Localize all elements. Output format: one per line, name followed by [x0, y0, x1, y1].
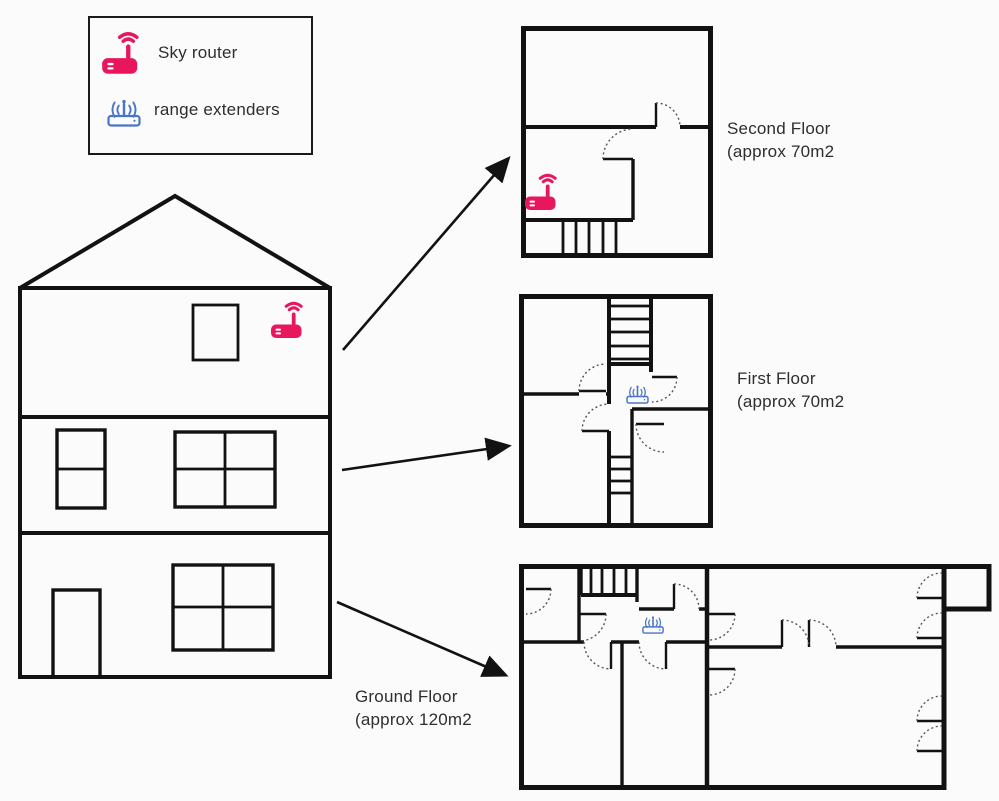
outer-walls [519, 294, 713, 528]
first-floor-label: First Floor (approx 70m2 [737, 367, 844, 413]
floor-area: (approx 70m2 [727, 142, 835, 161]
annex-room [941, 564, 992, 612]
staircase-treads [589, 564, 628, 595]
floor-name: Second Floor [727, 119, 831, 138]
arrow-to-ground-floor [336, 600, 509, 677]
door-leaves [603, 103, 658, 161]
staircase-walls [607, 294, 653, 526]
door-leaves [526, 584, 942, 753]
attic-window [191, 303, 240, 362]
second-floor-plan [521, 26, 713, 258]
door-leaves [579, 375, 677, 433]
front-door [51, 588, 102, 679]
ground-floor-plan [519, 564, 992, 790]
range-extender-icon [642, 615, 664, 634]
top-floor-wall [18, 286, 332, 419]
floor-name: Ground Floor [355, 687, 458, 706]
arrow-to-first-floor [341, 437, 512, 472]
middle-left-window [55, 428, 107, 510]
outer-walls [521, 26, 713, 258]
floor-area: (approx 70m2 [737, 392, 845, 411]
first-floor-plan [519, 294, 713, 528]
house-illustration [18, 193, 332, 679]
arrow-to-second-floor [342, 156, 511, 351]
legend-label: range extenders [154, 100, 280, 119]
legend-item-sky-router: Sky router [100, 30, 237, 76]
interior-walls [519, 564, 944, 787]
sky-router-icon [100, 30, 148, 76]
sky-router-icon [270, 301, 303, 340]
staircase-treads [609, 304, 651, 495]
roof [18, 193, 332, 290]
ground-floor-wall [18, 531, 332, 679]
ground-right-window [171, 563, 275, 652]
legend: Sky router range extenders [88, 16, 313, 155]
door-swing-arcs [525, 572, 943, 752]
range-extender-icon [104, 90, 144, 130]
range-extender-icon [626, 384, 649, 404]
legend-label: Sky router [158, 43, 238, 62]
interior-walls [519, 392, 711, 526]
door-swing-arcs [602, 102, 681, 160]
legend-item-range-extenders: range extenders [104, 90, 280, 130]
second-floor-label: Second Floor (approx 70m2 [727, 117, 834, 163]
outer-walls [519, 564, 947, 790]
ground-floor-label: Ground Floor (approx 120m2 [355, 685, 472, 731]
middle-right-window [173, 430, 277, 509]
sky-router-icon [524, 173, 557, 212]
staircase [561, 220, 618, 255]
floor-area: (approx 120m2 [355, 710, 472, 729]
floor-name: First Floor [737, 369, 816, 388]
